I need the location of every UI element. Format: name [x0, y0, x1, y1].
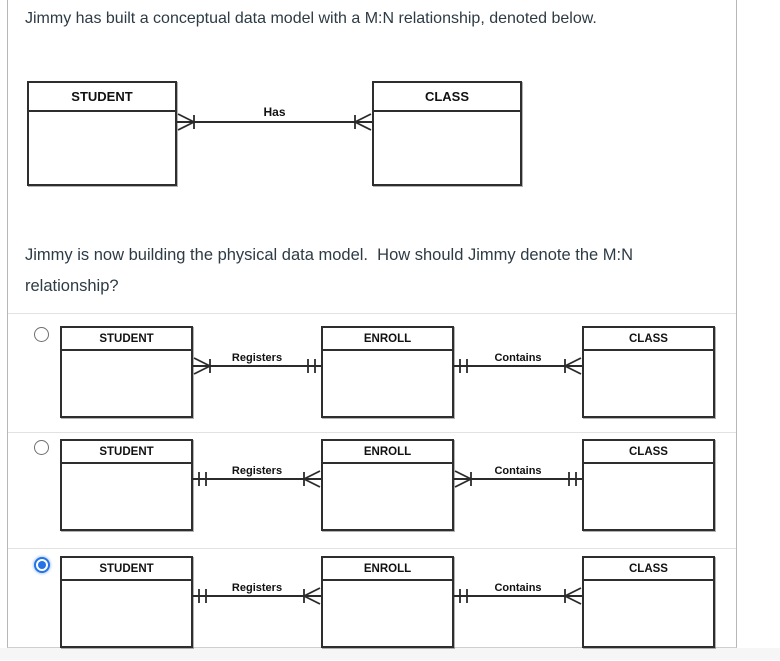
entity-title: CLASS	[584, 441, 713, 464]
option-2-diagram: STUDENT Registers ENROLL Contains CLASS	[60, 439, 736, 531]
entity-box-student: STUDENT	[60, 326, 193, 418]
one-cardinality-ticks-icon	[459, 589, 468, 603]
question-prompt-text: Jimmy is now building the physical data …	[25, 246, 638, 295]
relationship-connector-contains: Contains	[454, 581, 582, 611]
entity-title: STUDENT	[29, 83, 175, 112]
relationship-label: Registers	[231, 352, 283, 364]
crow-foot-many-icon	[454, 470, 472, 488]
crow-foot-many-icon	[564, 587, 582, 605]
relationship-connector-has: Has	[177, 105, 372, 137]
answer-option-3[interactable]: STUDENT Registers ENROLL Contains CLASS	[8, 549, 736, 648]
option-separator	[8, 313, 736, 314]
entity-box-student: STUDENT	[27, 81, 177, 186]
relationship-label: Contains	[494, 465, 542, 477]
question-intro-text: Jimmy has built a conceptual data model …	[25, 10, 597, 27]
connector-line	[193, 478, 321, 480]
option-1-radio[interactable]	[34, 327, 49, 342]
relationship-connector-registers: Registers	[193, 581, 321, 611]
answer-option-1[interactable]: STUDENT Registers ENROLL Contains CLASS	[8, 314, 736, 432]
one-cardinality-ticks-icon	[307, 359, 316, 373]
entity-title: ENROLL	[323, 328, 452, 351]
entity-title: CLASS	[584, 328, 713, 351]
relationship-label: Registers	[231, 582, 283, 594]
entity-box-enroll: ENROLL	[321, 326, 454, 418]
entity-box-class: CLASS	[372, 81, 522, 186]
entity-box-class: CLASS	[582, 439, 715, 531]
relationship-connector-contains: Contains	[454, 464, 582, 494]
connector-line	[193, 365, 321, 367]
entity-box-class: CLASS	[582, 556, 715, 648]
page-background-strip	[0, 648, 780, 660]
connector-line	[193, 595, 321, 597]
entity-title: ENROLL	[323, 558, 452, 581]
one-cardinality-ticks-icon	[198, 472, 207, 486]
answer-option-2[interactable]: STUDENT Registers ENROLL Contains CLASS	[8, 433, 736, 548]
connector-line	[454, 365, 582, 367]
relationship-label: Contains	[494, 582, 542, 594]
entity-title: STUDENT	[62, 328, 191, 351]
conceptual-model-diagram: STUDENT Has CLASS	[27, 81, 736, 186]
entity-box-enroll: ENROLL	[321, 439, 454, 531]
crow-foot-many-icon	[354, 113, 372, 131]
entity-title: ENROLL	[323, 441, 452, 464]
option-separator	[8, 548, 736, 549]
entity-title: CLASS	[374, 83, 520, 112]
relationship-connector-contains: Contains	[454, 351, 582, 381]
quiz-question-container: Jimmy has built a conceptual data model …	[7, 0, 737, 648]
crow-foot-many-icon	[564, 357, 582, 375]
option-3-diagram: STUDENT Registers ENROLL Contains CLASS	[60, 556, 736, 648]
option-2-radio[interactable]	[34, 440, 49, 455]
entity-title: STUDENT	[62, 558, 191, 581]
crow-foot-many-icon	[303, 470, 321, 488]
option-1-diagram: STUDENT Registers ENROLL Contains CLASS	[60, 326, 736, 418]
connector-line	[454, 595, 582, 597]
crow-foot-many-icon	[303, 587, 321, 605]
connector-line	[177, 121, 372, 123]
relationship-connector-registers: Registers	[193, 351, 321, 381]
entity-box-enroll: ENROLL	[321, 556, 454, 648]
relationship-label: Has	[263, 105, 286, 119]
crow-foot-many-icon	[177, 113, 195, 131]
entity-title: CLASS	[584, 558, 713, 581]
one-cardinality-ticks-icon	[568, 472, 577, 486]
connector-line	[454, 478, 582, 480]
relationship-label: Registers	[231, 465, 283, 477]
entity-box-student: STUDENT	[60, 556, 193, 648]
one-cardinality-ticks-icon	[198, 589, 207, 603]
entity-title: STUDENT	[62, 441, 191, 464]
entity-box-class: CLASS	[582, 326, 715, 418]
one-cardinality-ticks-icon	[459, 359, 468, 373]
relationship-label: Contains	[494, 352, 542, 364]
relationship-connector-registers: Registers	[193, 464, 321, 494]
crow-foot-many-icon	[193, 357, 211, 375]
option-3-radio[interactable]	[34, 557, 50, 573]
entity-box-student: STUDENT	[60, 439, 193, 531]
option-separator	[8, 432, 736, 433]
